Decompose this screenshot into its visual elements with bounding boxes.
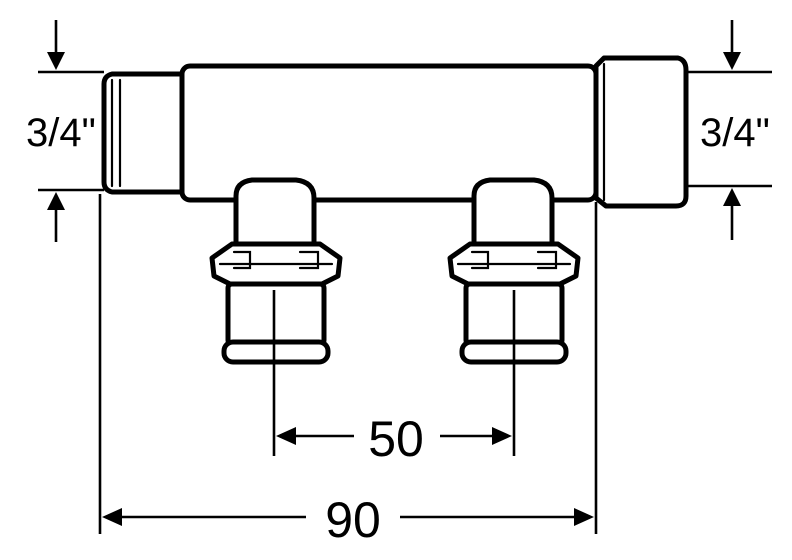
overall-length-dimension — [98, 194, 598, 534]
outlet-spacing-dimension — [272, 290, 516, 456]
overall-length-label: 90 — [325, 492, 381, 548]
right-thread-dimension — [686, 20, 772, 240]
left-thread-size-label: 3/4" — [26, 111, 96, 155]
left-threaded-end — [101, 71, 185, 195]
right-thread-size-label: 3/4" — [700, 111, 770, 155]
left-outlet — [209, 177, 343, 365]
outlet-spacing-label: 50 — [368, 411, 424, 467]
right-female-end — [593, 55, 689, 209]
left-thread-dimension — [38, 20, 104, 242]
